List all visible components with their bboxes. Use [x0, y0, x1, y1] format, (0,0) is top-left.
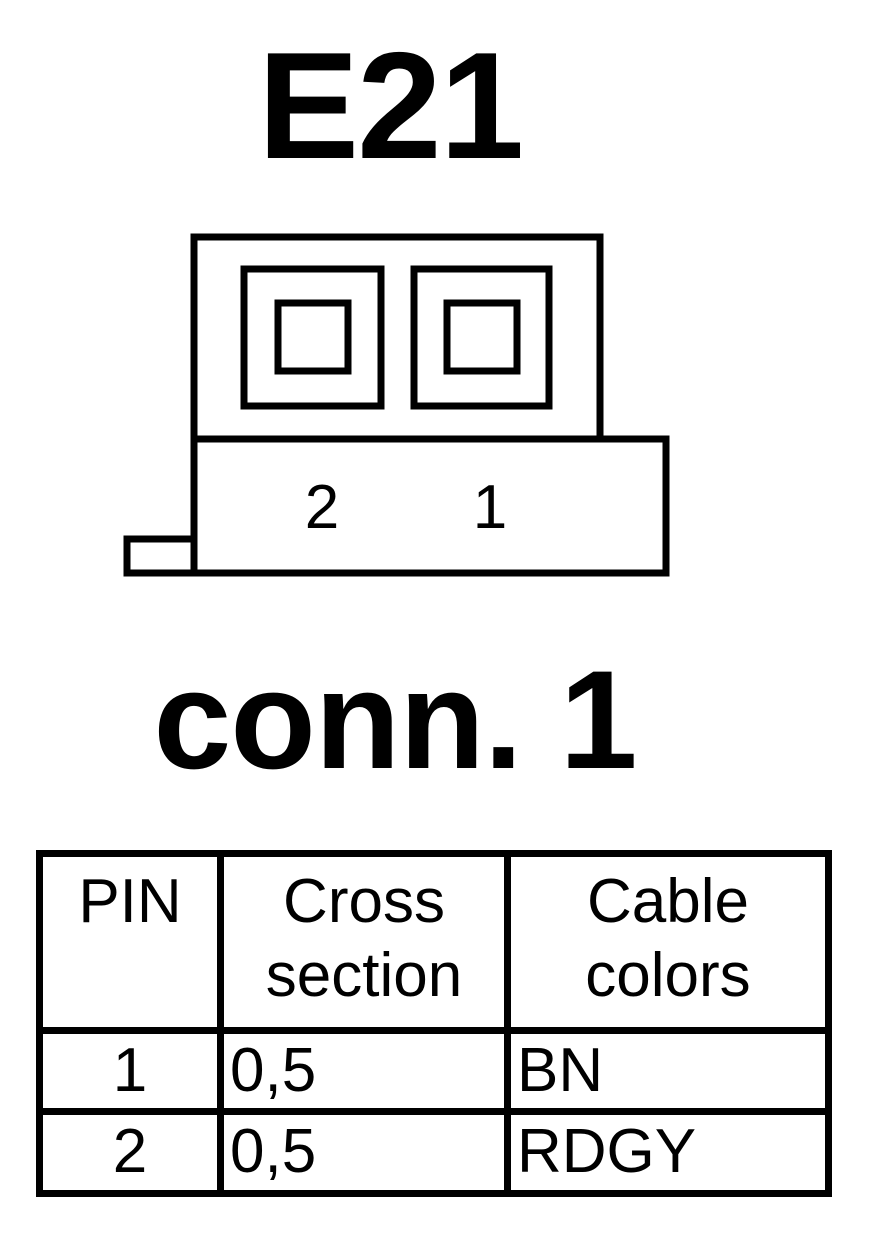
connector-diagram: 2 1 [123, 233, 670, 577]
header-pin: PIN [36, 850, 224, 1034]
connector-housing-bottom [190, 435, 670, 577]
header-color-line1: Cable [587, 867, 749, 936]
header-cable-colors: Cable colors [504, 850, 832, 1034]
header-cross-line2: section [265, 941, 463, 1011]
pin-label-1: 1 [473, 473, 507, 542]
locking-tab [123, 535, 198, 577]
header-color-line2: colors [585, 941, 751, 1011]
pin-label-2: 2 [305, 473, 339, 542]
pin-table-header-row: PIN Cross section Cable colors [36, 850, 832, 1034]
cell-cross-section: 0,5 [217, 1026, 511, 1116]
cell-cross-section: 0,5 [217, 1108, 511, 1197]
table-row: 1 0,5 BN [36, 1026, 832, 1116]
cell-pin: 2 [36, 1108, 224, 1197]
pin-cavity-1-outer [410, 265, 553, 410]
cell-cable-color: RDGY [504, 1108, 832, 1197]
header-cross-line1: Cross [283, 867, 445, 936]
cell-pin: 1 [36, 1026, 224, 1116]
cell-cable-color: BN [504, 1026, 832, 1116]
connector-title: E21 [257, 21, 524, 191]
header-cross-section: Cross section [217, 850, 511, 1034]
pin-cavity-2-outer [240, 265, 385, 410]
pin-cavity-1-inner [443, 299, 521, 375]
connector-subtitle: conn. 1 [153, 641, 637, 798]
pin-cavity-2-inner [274, 299, 352, 375]
header-pin-line1: PIN [78, 867, 182, 936]
table-row: 2 0,5 RDGY [36, 1108, 832, 1197]
pin-table: PIN Cross section Cable colors 1 0,5 BN … [36, 850, 832, 1197]
